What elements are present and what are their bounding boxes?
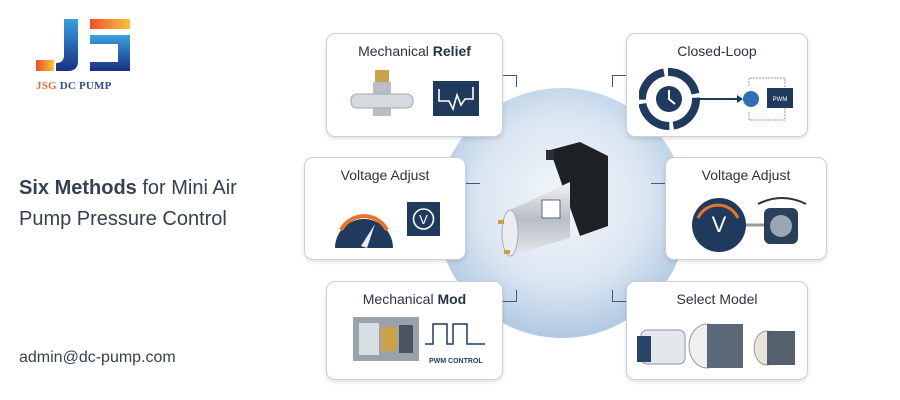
card-title: Mechanical Relief <box>358 43 471 59</box>
pwm-label: PWM <box>773 97 788 103</box>
connector-line <box>612 75 626 87</box>
card-closed-loop[interactable]: Closed-Loop PWM <box>626 33 808 137</box>
card-voltage-adjust-left[interactable]: Voltage Adjust V <box>304 157 466 260</box>
connector-line <box>466 183 480 184</box>
connector-line <box>503 290 517 302</box>
connector-line <box>612 290 626 302</box>
voltage-icon: V <box>407 202 440 236</box>
connector-line <box>503 75 517 87</box>
card-voltage-adjust-right[interactable]: Voltage Adjust V <box>665 157 827 260</box>
card-title: Voltage Adjust <box>340 167 430 183</box>
contact-email[interactable]: admin@dc-pump.com <box>19 349 176 366</box>
card-mechanical-mod[interactable]: Mechanical Mod PWM CONTROL <box>326 281 503 380</box>
card-title: Mechanical Mod <box>362 291 467 307</box>
card-mechanical-relief[interactable]: Mechanical Relief <box>326 33 503 137</box>
closed-loop-diagram-icon: PWM <box>639 68 793 130</box>
voltmeter-motor-icon: V <box>692 197 807 252</box>
gauge-icon <box>335 214 393 248</box>
connector-line <box>651 183 665 184</box>
volt-symbol: V <box>712 212 727 237</box>
volt-symbol: V <box>419 212 428 227</box>
brand-name: JSG DC PUMP <box>36 80 112 92</box>
page-title: Six Methods for Mini Air Pump Pressure C… <box>19 177 237 230</box>
pwm-control-label: PWM CONTROL <box>429 358 483 365</box>
pressure-waveform-icon <box>433 81 479 116</box>
card-title: Select Model <box>676 291 758 307</box>
card-title: Voltage Adjust <box>701 167 791 183</box>
card-title: Closed-Loop <box>677 43 757 59</box>
relief-valve-icon <box>350 70 414 116</box>
pump-models-icon <box>637 323 795 369</box>
mechanism-cutaway-icon <box>353 317 419 361</box>
jsg-logo <box>36 19 130 71</box>
card-select-model[interactable]: Select Model <box>626 281 808 380</box>
pwm-signal-icon <box>425 323 485 345</box>
mini-air-pump-image <box>498 142 608 257</box>
